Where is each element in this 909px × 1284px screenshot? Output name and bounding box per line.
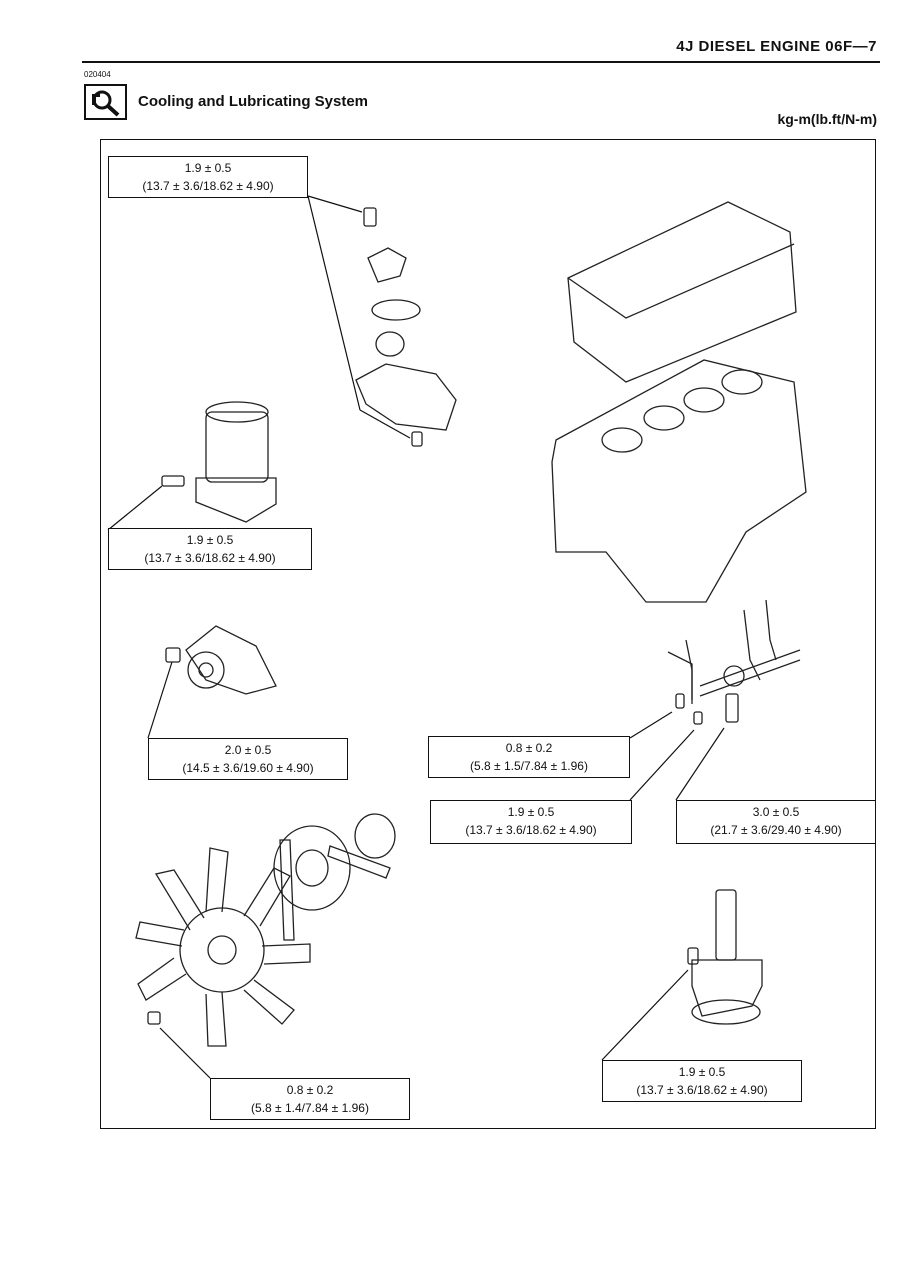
torque-detail: (13.7 ± 3.6/18.62 ± 4.90) bbox=[144, 551, 276, 565]
torque-metric: 1.9 ± 0.5 bbox=[186, 533, 234, 547]
callout-oil-pump-bolt: 1.9 ± 0.5 (13.7 ± 3.6/18.62 ± 4.90) bbox=[602, 1060, 802, 1102]
torque-detail: (5.8 ± 1.4/7.84 ± 1.96) bbox=[251, 1101, 369, 1115]
torque-detail: (5.8 ± 1.5/7.84 ± 1.96) bbox=[470, 759, 588, 773]
torque-detail: (13.7 ± 3.6/18.62 ± 4.90) bbox=[142, 179, 274, 193]
header-rule bbox=[82, 61, 880, 63]
units-label: kg-m(lb.ft/N-m) bbox=[777, 111, 877, 127]
torque-metric: 2.0 ± 0.5 bbox=[224, 743, 272, 757]
torque-detail: (13.7 ± 3.6/18.62 ± 4.90) bbox=[465, 823, 597, 837]
callout-fan-bolt: 0.8 ± 0.2 (5.8 ± 1.4/7.84 ± 1.96) bbox=[210, 1078, 410, 1120]
torque-metric: 1.9 ± 0.5 bbox=[507, 805, 555, 819]
diagram-frame bbox=[100, 139, 876, 1129]
callout-oil-jet-bolt: 1.9 ± 0.5 (13.7 ± 3.6/18.62 ± 4.90) bbox=[430, 800, 632, 844]
torque-metric: 0.8 ± 0.2 bbox=[286, 1083, 334, 1097]
torque-metric: 1.9 ± 0.5 bbox=[678, 1065, 726, 1079]
callout-water-pump-bolt: 2.0 ± 0.5 (14.5 ± 3.6/19.60 ± 4.90) bbox=[148, 738, 348, 780]
callout-oil-jet-small: 0.8 ± 0.2 (5.8 ± 1.5/7.84 ± 1.96) bbox=[428, 736, 630, 778]
torque-metric: 3.0 ± 0.5 bbox=[752, 805, 800, 819]
callout-oil-jet-check-valve: 3.0 ± 0.5 (21.7 ± 3.6/29.40 ± 4.90) bbox=[676, 800, 876, 844]
callout-oil-filter-bolt: 1.9 ± 0.5 (13.7 ± 3.6/18.62 ± 4.90) bbox=[108, 528, 312, 570]
torque-metric: 1.9 ± 0.5 bbox=[184, 161, 232, 175]
section-code: 020404 bbox=[84, 70, 111, 79]
wrench-magnifier-icon bbox=[84, 84, 127, 120]
header-title: 4J DIESEL ENGINE 06F—7 bbox=[676, 38, 877, 55]
torque-detail: (13.7 ± 3.6/18.62 ± 4.90) bbox=[636, 1083, 768, 1097]
section-title: Cooling and Lubricating System bbox=[138, 93, 369, 110]
torque-metric: 0.8 ± 0.2 bbox=[505, 741, 553, 755]
torque-detail: (21.7 ± 3.6/29.40 ± 4.90) bbox=[710, 823, 842, 837]
callout-thermostat-bolt: 1.9 ± 0.5 (13.7 ± 3.6/18.62 ± 4.90) bbox=[108, 156, 308, 198]
torque-detail: (14.5 ± 3.6/19.60 ± 4.90) bbox=[182, 761, 314, 775]
